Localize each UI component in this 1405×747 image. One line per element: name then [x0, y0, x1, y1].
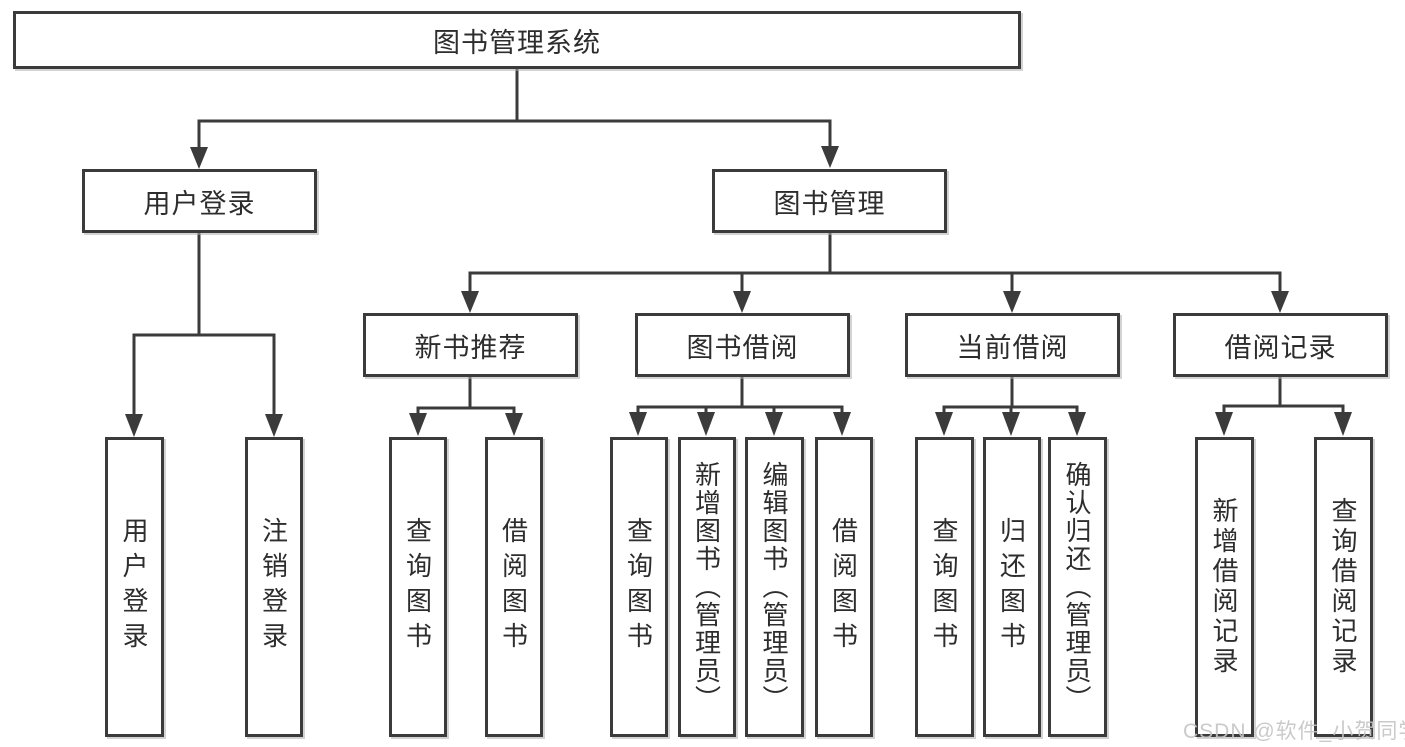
- node-new-book-recommend: 新书推荐: [363, 313, 578, 377]
- connector-root: [190, 66, 839, 169]
- leaf-query-borrow-record: 查询借阅记录: [1314, 437, 1373, 737]
- leaf-borrow-books: 借阅图书: [815, 437, 873, 737]
- leaf-confirm-return-admin: 确认归还（管理员）: [1048, 437, 1107, 737]
- connector-user-login: [125, 231, 283, 437]
- csdn-watermark: CSDN @软件_小贺同学: [1183, 720, 1405, 743]
- node-borrowing-records: 借阅记录: [1173, 313, 1388, 377]
- leaf-add-borrow-record: 新增借阅记录: [1195, 437, 1254, 737]
- leaf-query-books-borrowing: 查询图书: [610, 437, 668, 737]
- connector-current-borrowing: [935, 375, 1086, 436]
- leaf-return-books: 归还图书: [983, 437, 1041, 737]
- leaf-edit-books-admin: 编辑图书（管理员）: [745, 437, 804, 737]
- connector-new-book-recommend: [409, 375, 523, 436]
- leaf-query-books-recommend: 查询图书: [389, 437, 447, 737]
- connector-book-borrowing: [629, 375, 851, 436]
- leaf-borrow-books-recommend: 借阅图书: [485, 437, 543, 737]
- node-current-borrowing: 当前借阅: [905, 313, 1120, 377]
- leaf-logout: 注销登录: [245, 437, 303, 737]
- node-book-management: 图书管理: [712, 169, 947, 233]
- node-book-borrowing: 图书借阅: [635, 313, 850, 377]
- leaf-user-login: 用户登录: [105, 437, 164, 737]
- node-library-management-system: 图书管理系统: [13, 11, 1021, 69]
- leaf-query-books-current: 查询图书: [915, 437, 974, 737]
- node-user-login: 用户登录: [82, 169, 317, 233]
- connector-borrowing-records: [1215, 375, 1352, 436]
- connector-book-management: [461, 231, 1289, 313]
- leaf-add-books-admin: 新增图书（管理员）: [678, 437, 736, 737]
